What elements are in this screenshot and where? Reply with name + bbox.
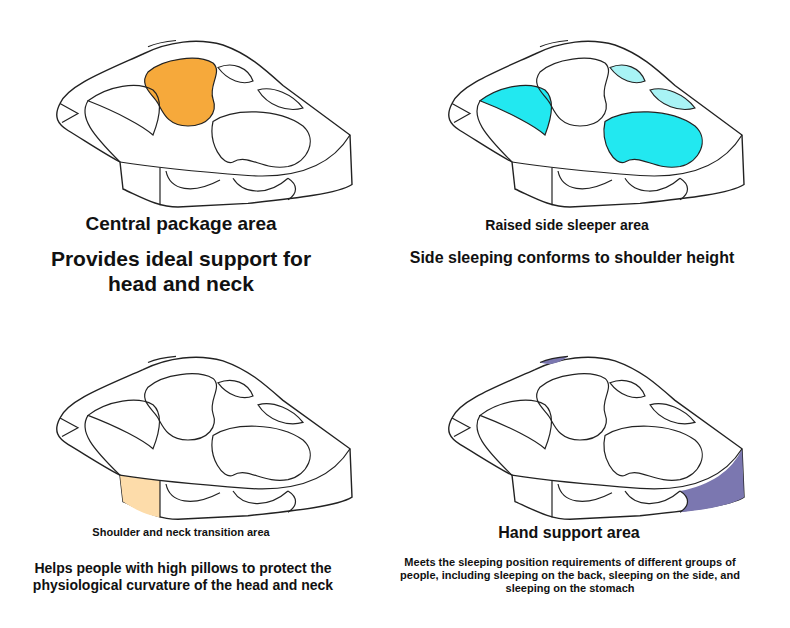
pillow-hand-support (449, 356, 744, 519)
side-area-fill (480, 85, 551, 135)
pillow-central (57, 41, 352, 208)
caption-text: Helps people with high pillows to protec… (7, 560, 359, 594)
hand-area-fill (540, 356, 568, 364)
caption-text: Hand support area (404, 523, 734, 542)
side-area-fill (604, 112, 702, 167)
caption-text: Shoulder and neck transition area (16, 526, 346, 539)
caption-text: Meets the sleeping position requirements… (395, 556, 745, 596)
caption-text: Central package area (16, 213, 346, 236)
caption-text: Side sleeping conforms to shoulder heigh… (382, 248, 762, 267)
pillow-transition (57, 356, 352, 519)
transition-area-fill (120, 475, 160, 517)
caption-text: Provides ideal support for head and neck (31, 246, 331, 296)
pillow-side-sleeper (449, 41, 744, 208)
caption-text: Raised side sleeper area (402, 217, 732, 234)
